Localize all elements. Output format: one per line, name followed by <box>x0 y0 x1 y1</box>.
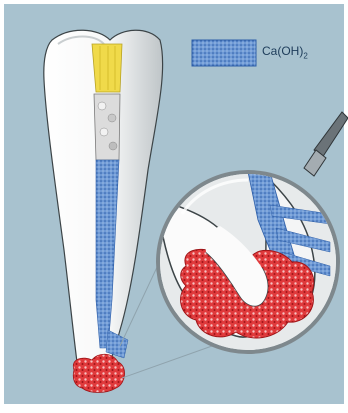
crown-filling <box>92 44 122 92</box>
legend-label-subscript: 2 <box>303 51 307 60</box>
legend-label-main: Ca(OH) <box>262 44 303 58</box>
periapical-lesion <box>73 354 124 392</box>
legend-label: Ca(OH)2 <box>262 44 308 63</box>
cotton-pellet <box>94 94 120 160</box>
legend-swatch <box>192 40 256 66</box>
